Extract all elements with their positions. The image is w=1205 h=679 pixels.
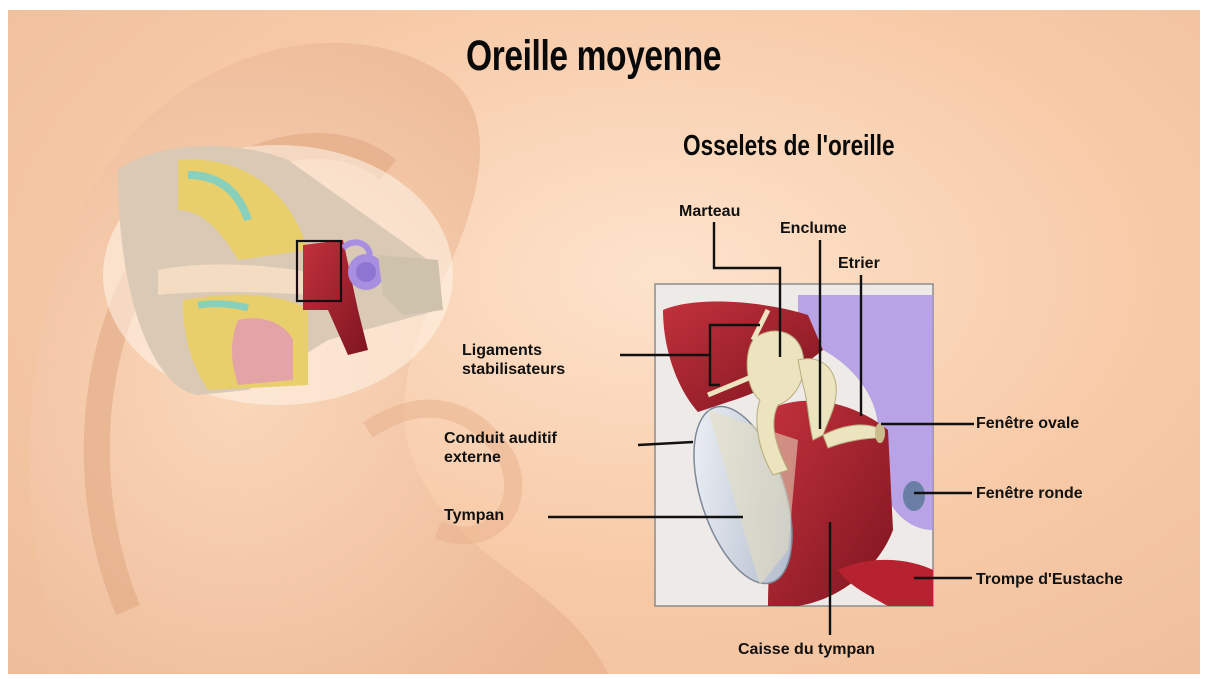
diagram-canvas: Oreille moyenne Osselets de l'oreille Ma… [8, 10, 1200, 674]
label-fenetre-ovale: Fenêtre ovale [976, 414, 1079, 433]
ear-cross-section [103, 145, 453, 405]
label-caisse-tympan: Caisse du tympan [738, 640, 875, 659]
label-conduit-line1: Conduit auditif [444, 429, 557, 448]
label-conduit-line2: externe [444, 448, 557, 467]
label-marteau: Marteau [679, 202, 740, 221]
label-ligaments-line1: Ligaments [462, 341, 565, 360]
diagram-title: Oreille moyenne [466, 32, 721, 81]
label-ligaments: Ligaments stabilisateurs [462, 341, 565, 379]
ossicles-detail-panel [655, 284, 933, 606]
label-fenetre-ronde: Fenêtre ronde [976, 484, 1083, 503]
label-ligaments-line2: stabilisateurs [462, 360, 565, 379]
label-etrier: Etrier [838, 254, 880, 273]
label-enclume: Enclume [780, 219, 847, 238]
diagram-subtitle: Osselets de l'oreille [683, 130, 895, 163]
label-conduit-auditif: Conduit auditif externe [444, 429, 557, 467]
label-trompe-eustache: Trompe d'Eustache [976, 570, 1123, 589]
label-tympan: Tympan [444, 506, 504, 525]
